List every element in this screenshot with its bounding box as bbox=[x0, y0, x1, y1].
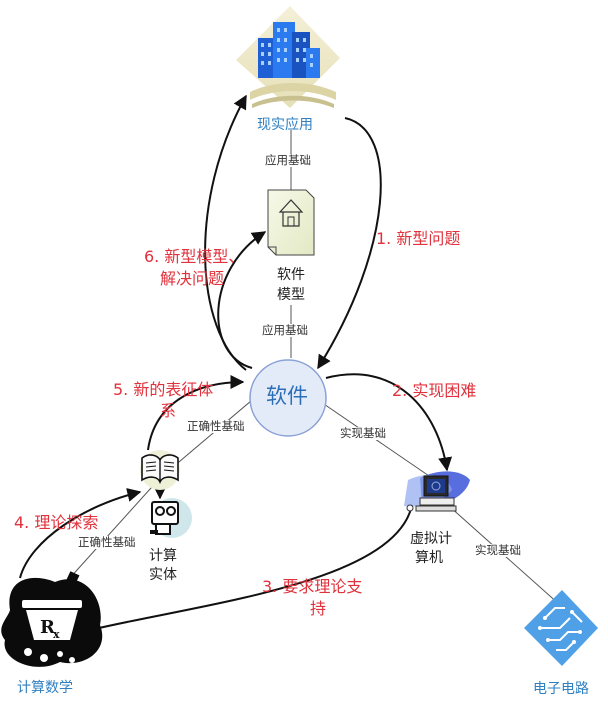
robot-icon bbox=[150, 498, 192, 538]
circuit-chip-icon bbox=[524, 590, 598, 666]
svg-text:x: x bbox=[53, 628, 60, 641]
step-5-label-line1: 5. 新的表征体 bbox=[113, 380, 214, 399]
arrow-new-model-mid bbox=[217, 231, 267, 369]
arrow-new-representation bbox=[147, 375, 245, 451]
step-4-label: 4. 理论探索 bbox=[14, 513, 99, 532]
arrow-theory-support bbox=[80, 504, 413, 636]
edge-label-app-base-top: 应用基础 bbox=[263, 153, 313, 168]
computing-entity-label-line1: 计算 bbox=[149, 548, 177, 564]
step-2-label: 2. 实现困难 bbox=[392, 381, 477, 400]
arrow-new-model-top bbox=[204, 94, 247, 371]
software-node-label: 软件 bbox=[266, 384, 308, 408]
edge-label-correctness-upper: 正确性基础 bbox=[185, 419, 247, 434]
flow-arrows bbox=[19, 94, 453, 636]
svg-text:R: R bbox=[40, 617, 56, 638]
virtual-computer-label-line1: 虚拟计 bbox=[410, 531, 452, 547]
house-document-icon bbox=[267, 189, 315, 256]
step-3-label-line1: 3. 要求理论支 bbox=[262, 577, 363, 596]
buildings-icon bbox=[236, 6, 340, 108]
software-node-circle bbox=[249, 359, 327, 437]
edge-label-impl-base-upper: 实现基础 bbox=[338, 426, 388, 441]
edge-label-app-base-mid: 应用基础 bbox=[260, 323, 310, 338]
step-3-label-line2: 持 bbox=[310, 599, 327, 618]
computing-entity-label-line2: 实体 bbox=[149, 567, 177, 583]
software-model-label-line1: 软件 bbox=[277, 267, 305, 283]
software-model-label-line2: 模型 bbox=[277, 287, 305, 303]
step-6-label-line2: 解决问题 bbox=[160, 269, 225, 288]
edge-label-impl-base-lower: 实现基础 bbox=[473, 543, 523, 558]
mortar-pestle-rx-icon: R x bbox=[1, 571, 103, 667]
arrow-implementation-difficulty bbox=[325, 373, 453, 472]
book-icon bbox=[140, 450, 180, 490]
computer-icon bbox=[404, 471, 470, 512]
step-5-label-line2: 系 bbox=[160, 401, 177, 420]
arrow-theory-exploration bbox=[19, 488, 142, 579]
virtual-computer-label-line2: 算机 bbox=[415, 550, 443, 566]
step-1-label: 1. 新型问题 bbox=[376, 229, 461, 248]
computing-math-label: 计算数学 bbox=[17, 680, 73, 696]
step-6-label-line1: 6. 新型模型、 bbox=[144, 247, 245, 266]
edge-label-correctness-lower: 正确性基础 bbox=[76, 535, 138, 550]
arrow-new-problem bbox=[317, 117, 382, 370]
real-app-label: 现实应用 bbox=[257, 117, 313, 133]
circuit-label: 电子电路 bbox=[533, 681, 589, 697]
